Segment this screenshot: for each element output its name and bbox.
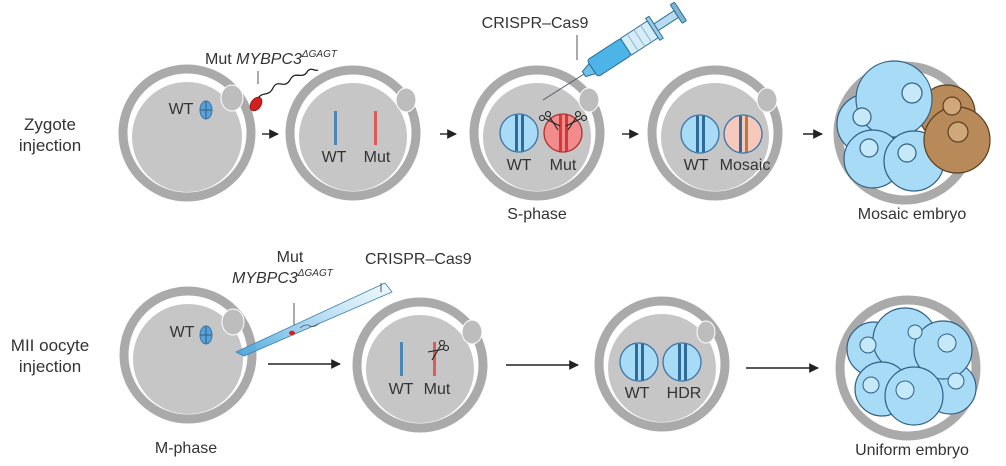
wt-chromosome xyxy=(334,111,337,145)
wt-label: WT xyxy=(389,381,414,398)
stage-caption: Mosaic embryo xyxy=(858,206,967,223)
mut-label: Mut xyxy=(424,381,451,398)
row-label-line2: injection xyxy=(19,136,81,155)
mut-nucleus xyxy=(543,113,583,153)
wt-label: WT xyxy=(625,385,650,402)
wt-label: WT xyxy=(684,157,709,174)
row-zygote-injection: Zygote injection WT Mut MYBPC3ΔGAGT xyxy=(19,2,991,223)
pronuclei-cell: WT Mut xyxy=(352,297,488,433)
hdr-cell: WT HDR xyxy=(594,296,730,432)
syringe-icon xyxy=(542,2,687,101)
hdr-label: HDR xyxy=(667,385,702,402)
sperm-icon xyxy=(249,68,319,112)
blue-cell xyxy=(855,60,933,138)
wt-label: WT xyxy=(322,149,347,166)
row-label-line1: MII oocyte xyxy=(11,336,89,355)
row-label-line2: injection xyxy=(19,357,81,376)
injection-label: Mut MYBPC3ΔGAGT xyxy=(205,49,338,68)
pronuclei-cell: WT Mut xyxy=(285,65,421,201)
nucleus-label: WT xyxy=(170,324,195,341)
scissors-icon xyxy=(538,110,588,131)
gene-label: MYBPC3ΔGAGT xyxy=(232,268,334,287)
micropipette-icon xyxy=(235,282,393,357)
mosaic-embryo: Mosaic embryo xyxy=(833,60,991,223)
mosaic-nucleus xyxy=(723,114,763,154)
spindle-icon xyxy=(199,325,213,345)
row-mii-oocyte-injection: MII oocyte injection WT M-phase Mut MYBP… xyxy=(11,249,981,459)
mut-chromosome xyxy=(433,342,436,376)
wt-label: WT xyxy=(507,157,532,174)
crispr-label: CRISPR–Cas9 xyxy=(365,251,472,268)
zygote-cell: WT xyxy=(118,64,256,202)
crispr-label: CRISPR–Cas9 xyxy=(482,15,589,32)
mut-label: Mut xyxy=(364,149,391,166)
mosaic-cell: WT Mosaic xyxy=(647,65,783,201)
blue-cell xyxy=(884,366,944,426)
mut-label: Mut xyxy=(550,157,577,174)
mut-chromosome xyxy=(374,111,377,145)
stage-caption: S-phase xyxy=(507,206,567,223)
row-label-line1: Zygote xyxy=(24,115,76,134)
stage-caption: Uniform embryo xyxy=(855,442,969,459)
polar-body xyxy=(220,84,244,112)
mosaic-label: Mosaic xyxy=(720,157,771,174)
spindle-icon xyxy=(199,100,213,120)
stage-caption: M-phase xyxy=(155,440,217,457)
uniform-embryo: Uniform embryo xyxy=(835,295,981,459)
nucleus-label: WT xyxy=(169,101,194,118)
wt-nucleus xyxy=(680,114,720,154)
oocyte-cell: WT M-phase xyxy=(119,286,257,457)
scissors-icon xyxy=(427,339,450,361)
wt-chromosome xyxy=(400,342,403,376)
injection-label: Mut xyxy=(277,249,304,266)
hdr-nucleus xyxy=(662,342,702,382)
wt-nucleus xyxy=(619,342,659,382)
s-phase-cell: WT Mut S-phase xyxy=(469,65,605,223)
wt-nucleus xyxy=(499,113,539,153)
